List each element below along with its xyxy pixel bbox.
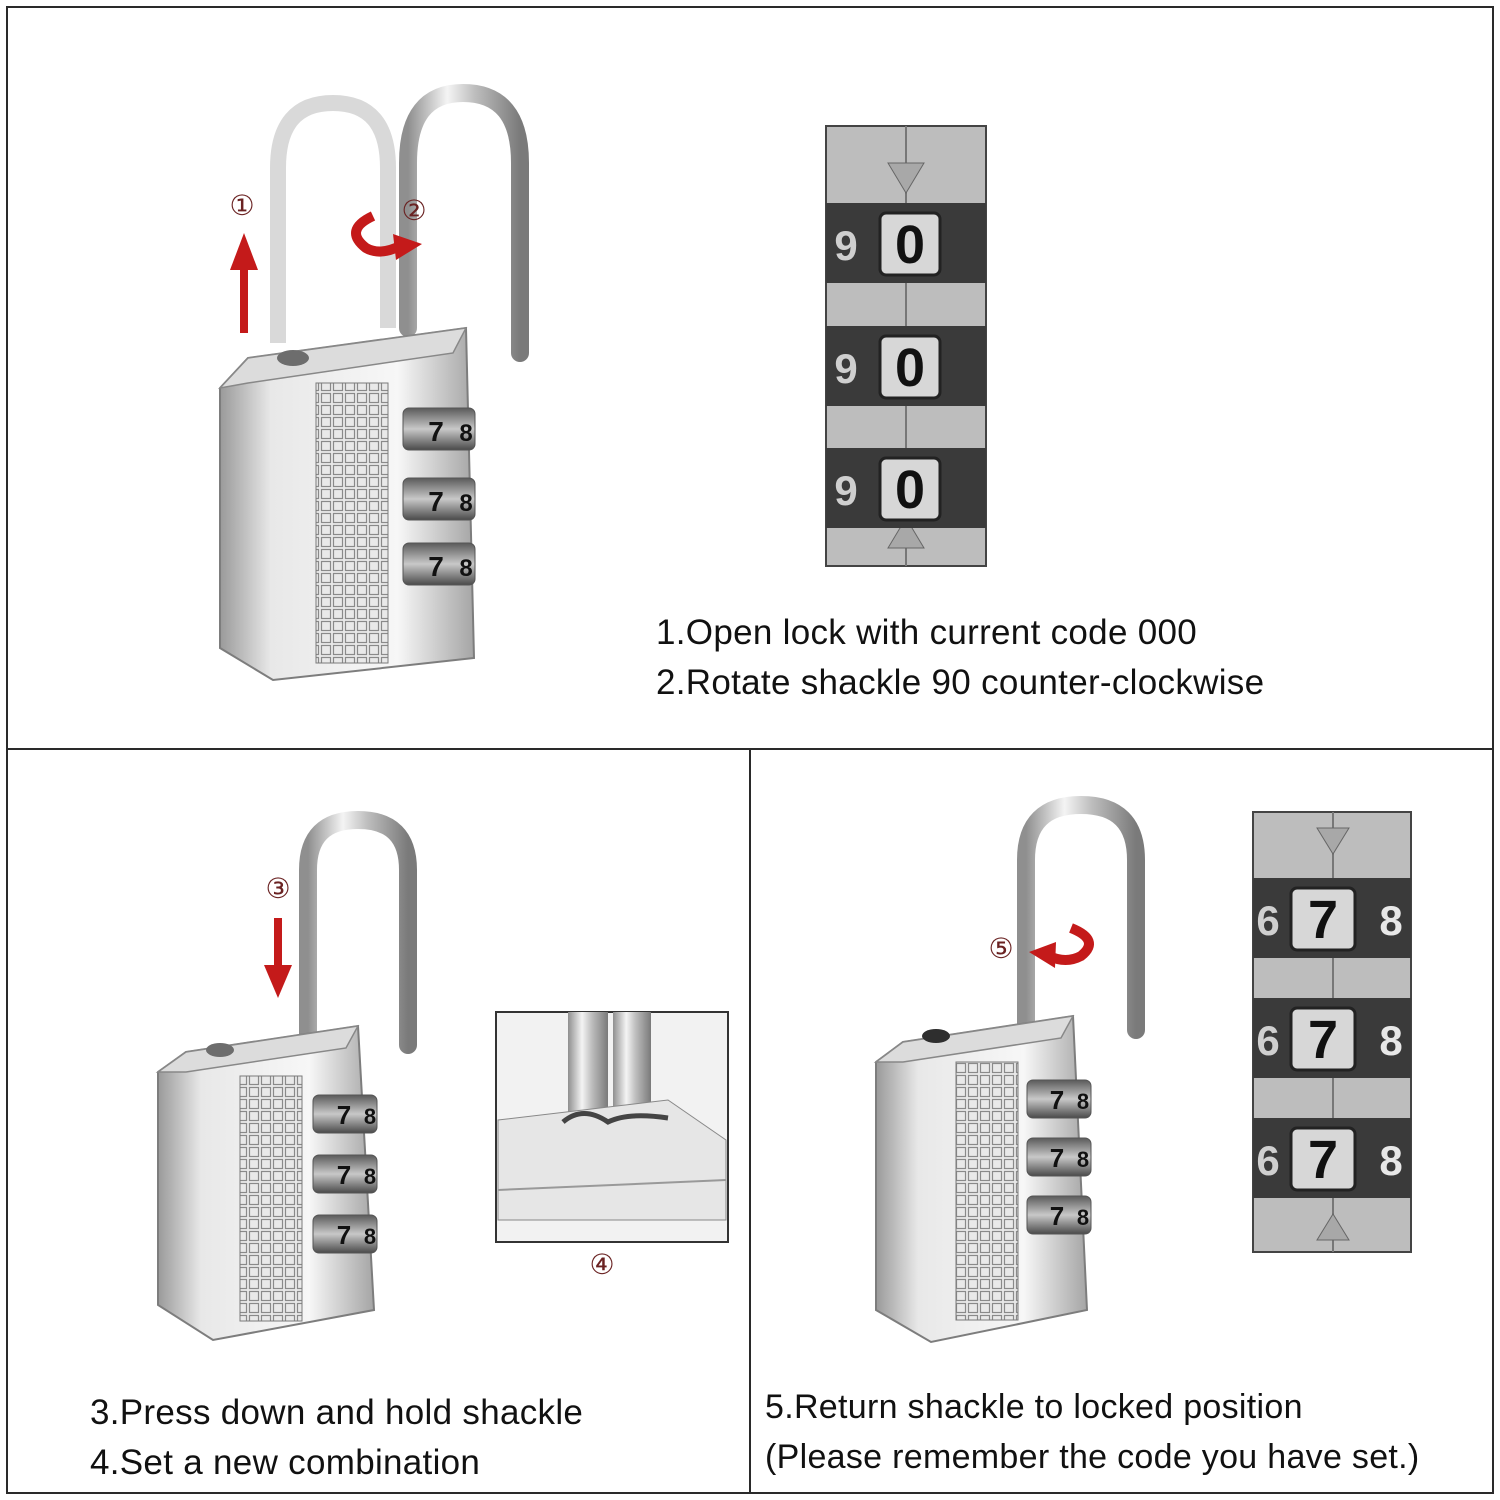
caption-line: 2.Rotate shackle 90 counter-clockwise (656, 663, 1265, 702)
closeup-digit: 9 (834, 467, 857, 514)
shackle (299, 810, 417, 1054)
panel2-illustration: 7 8 7 8 7 8 ③ ④ (155, 810, 729, 1342)
closeup-digit: 7 (1308, 1010, 1338, 1070)
dial-digit: 8 (1077, 1089, 1089, 1114)
dial-wheels: 7 8 7 8 7 8 (1026, 1079, 1092, 1235)
dial-digit: 7 (428, 416, 444, 447)
grip-pattern (955, 1061, 1019, 1321)
step-caption-5: 5.Return shackle to locked position (Ple… (765, 1382, 1420, 1482)
step-marker-1: ① (229, 189, 254, 222)
dial-digit: 8 (459, 420, 472, 447)
closeup-digit: 6 (1256, 1137, 1279, 1184)
dial-digit: 7 (1050, 1143, 1064, 1173)
closeup-digit: 8 (1379, 1017, 1402, 1064)
closeup-digit: 0 (895, 460, 925, 520)
dial-digit: 7 (337, 1220, 351, 1250)
shackle (1017, 795, 1145, 1039)
caption-line: 5.Return shackle to locked position (765, 1388, 1303, 1426)
step-marker-3: ③ (265, 872, 290, 905)
step-marker-4: ④ (589, 1248, 614, 1281)
step-marker-2: ② (401, 194, 426, 227)
dial-closeup-678: 7 7 7 6 6 6 8 8 8 (1252, 811, 1412, 1253)
dial-digit: 8 (364, 1164, 376, 1189)
caption-line: (Please remember the code you have set.) (765, 1438, 1420, 1476)
keyhole-slot (206, 1043, 234, 1057)
grip-pattern (239, 1075, 303, 1322)
keyhole-slot (277, 350, 309, 366)
step-caption-1-2: 1.Open lock with current code 000 2.Rota… (656, 608, 1264, 708)
closeup-digit: 6 (1256, 1017, 1279, 1064)
step-panel-2: 7 8 7 8 7 8 ③ ④ 3.Press down and hold sh… (6, 748, 751, 1494)
closeup-digit: 7 (1308, 1130, 1338, 1190)
dial-digit: 8 (1077, 1147, 1089, 1172)
arrow-up-icon (230, 233, 258, 333)
grip-pattern (315, 382, 389, 664)
dial-digit: 8 (1077, 1205, 1089, 1230)
step-panel-1: 7 8 7 8 7 8 ① ② (6, 6, 1494, 750)
dial-digit: 7 (337, 1160, 351, 1190)
rotate-arrow-icon (1029, 923, 1094, 968)
shackle (399, 83, 529, 362)
closeup-digit: 7 (1308, 890, 1338, 950)
closeup-digit: 6 (1256, 897, 1279, 944)
dial-digit: 8 (459, 555, 472, 582)
closeup-digit: 0 (895, 338, 925, 398)
step-marker-5: ⑤ (988, 932, 1013, 965)
arrow-down-icon (264, 918, 292, 998)
dial-wheels: 7 8 7 8 7 8 (312, 1094, 378, 1254)
dial-wheels: 7 8 7 8 7 8 (402, 407, 476, 586)
keyhole-slot (922, 1029, 950, 1043)
step-panel-3: 7 8 7 8 7 8 ⑤ 7 7 7 6 (749, 748, 1494, 1494)
caption-line: 4.Set a new combination (90, 1443, 481, 1482)
closeup-digit: 9 (834, 222, 857, 269)
shackle-closeup (495, 1011, 729, 1243)
dial-digit: 7 (428, 486, 444, 517)
dial-digit: 8 (459, 490, 472, 517)
closeup-digit: 9 (834, 345, 857, 392)
closeup-digit: 8 (1379, 897, 1402, 944)
closeup-digit: 8 (1379, 1137, 1402, 1184)
dial-closeup-000: 0 0 0 9 9 9 (825, 125, 987, 567)
caption-line: 1.Open lock with current code 000 (656, 613, 1198, 652)
panel1-illustration: 7 8 7 8 7 8 ① ② (217, 83, 987, 682)
closeup-digit: 0 (895, 215, 925, 275)
dial-digit: 7 (428, 551, 444, 582)
dial-digit: 7 (1050, 1201, 1064, 1231)
dial-digit: 8 (364, 1224, 376, 1249)
step-caption-3-4: 3.Press down and hold shackle 4.Set a ne… (90, 1388, 583, 1488)
panel3-illustration: 7 8 7 8 7 8 ⑤ 7 7 7 6 (873, 795, 1412, 1344)
dial-digit: 7 (1050, 1085, 1064, 1115)
rotate-arrow-icon (351, 211, 422, 260)
shackle-ghost (270, 94, 396, 343)
dial-digit: 8 (364, 1104, 376, 1129)
dial-digit: 7 (337, 1100, 351, 1130)
caption-line: 3.Press down and hold shackle (90, 1393, 584, 1432)
